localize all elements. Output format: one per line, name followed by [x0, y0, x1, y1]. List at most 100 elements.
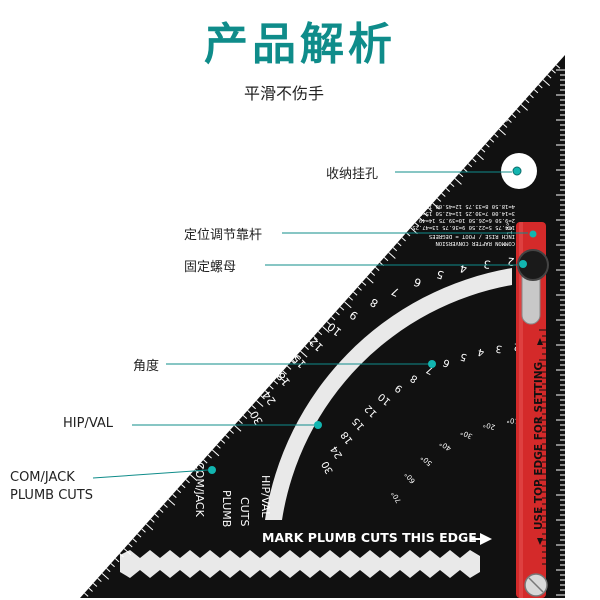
hip-val-text: HIP/VAL [259, 475, 272, 518]
callout-line [92, 469, 209, 479]
hyp-tick [454, 178, 462, 185]
scale-label: 5 [435, 267, 446, 281]
hyp-tick [476, 153, 484, 161]
hyp-tick [260, 395, 265, 400]
hyp-tick [216, 444, 221, 449]
edge-arrow [480, 533, 492, 545]
screw-slot [528, 577, 544, 593]
right-edge-ticks [556, 69, 565, 596]
teeth-cutout [120, 550, 480, 578]
hyp-tick [489, 138, 495, 143]
hyp-tick [498, 128, 506, 136]
hyp-tick [335, 311, 340, 316]
hyp-tick [229, 429, 234, 434]
table-header: COMMON RAFTER CONVERSION [436, 240, 515, 246]
hyp-tick [159, 508, 164, 513]
hyp-tick [502, 123, 508, 128]
com-jack-label: COM/JACK [10, 470, 75, 485]
hyp-tick [211, 449, 220, 457]
hyp-tick [233, 424, 242, 432]
table-row: 4=18.50 8=33.75 12=45.00 16=53.00 20=59.… [376, 203, 515, 209]
hyp-tick [88, 587, 93, 592]
hyp-tick [542, 79, 550, 87]
red-bar-highlight [519, 222, 523, 598]
hyp-tick [383, 257, 389, 262]
hyp-tick [176, 489, 182, 494]
hyp-tick [366, 276, 374, 284]
hyp-tick [207, 454, 212, 459]
scale-label: 4 [477, 346, 486, 358]
com-jack-marker [208, 466, 216, 474]
scale-label: 7 [390, 284, 402, 299]
hyp-tick [167, 498, 176, 506]
hyp-tick [507, 118, 512, 123]
scale-label: 30 [247, 408, 265, 427]
scale-label: 6 [442, 356, 452, 369]
hyp-tick [392, 247, 398, 252]
hyp-tick [529, 94, 534, 99]
hyp-tick [185, 479, 190, 484]
hyp-tick [511, 113, 517, 118]
hyp-tick [472, 158, 477, 163]
hyp-tick [269, 385, 274, 390]
hyp-tick [485, 143, 490, 148]
hyp-tick [220, 439, 226, 444]
hyp-tick [282, 370, 287, 375]
cuts-text: CUTS [238, 497, 251, 526]
hyp-tick [172, 493, 177, 499]
hyp-tick [145, 523, 154, 531]
hyp-tick [247, 410, 252, 415]
hyp-tick [92, 582, 98, 587]
hyp-tick [458, 173, 464, 178]
subtitle: 平滑不伤手 [244, 84, 325, 103]
hyp-tick [344, 301, 352, 309]
page-title: 产品解析 [204, 19, 396, 70]
scale-label: 6 [412, 275, 423, 290]
bar-arrow-up [537, 338, 543, 345]
hyp-tick [286, 365, 292, 370]
hyp-tick [445, 187, 451, 192]
hyp-tick [203, 459, 208, 464]
hyp-tick [295, 355, 301, 360]
edge-text: MARK PLUMB CUTS THIS EDGE [262, 530, 477, 545]
hyp-tick [132, 538, 137, 543]
hyp-tick [264, 390, 270, 395]
hyp-tick [198, 464, 204, 469]
hyp-tick [128, 543, 133, 548]
hypotenuse-ticks [84, 64, 561, 597]
hyp-tick [317, 331, 323, 336]
hyp-tick [251, 405, 257, 410]
hyp-tick [520, 103, 528, 111]
rafter-table: COMMON RAFTER CONVERSION INCH RISE / FOO… [376, 203, 515, 246]
hyp-tick [194, 469, 199, 474]
hyp-tick [313, 335, 318, 341]
scale-label: 9 [393, 382, 405, 395]
hanging-hole-label: 收纳挂孔 [326, 167, 379, 182]
scale-label: 5 [459, 350, 468, 362]
hyp-tick [551, 69, 556, 74]
plumb-cuts-label: PLUMB CUTS [10, 488, 94, 503]
hyp-tick [516, 108, 521, 114]
hyp-tick [348, 296, 354, 301]
table-row: 2=9.50 6=26.50 10=39.75 14=49.50 18=56.2… [379, 217, 515, 223]
table-row: 3=14.00 7=30.25 11=42.50 15=51.25 19=57.… [376, 210, 515, 216]
hyp-tick [330, 316, 336, 321]
hip-val-label: HIP/VAL [63, 416, 114, 431]
hyp-tick [419, 217, 424, 222]
hyp-tick [322, 326, 330, 333]
hyp-tick [97, 577, 102, 582]
edge-degree-label: 80° [106, 515, 120, 530]
hyp-tick [300, 350, 308, 358]
hyp-tick [555, 64, 561, 69]
hyp-tick [357, 286, 362, 291]
hyp-tick [225, 434, 230, 439]
hyp-tick [101, 572, 110, 580]
hyp-tick [450, 182, 455, 188]
hyp-tick [436, 197, 442, 202]
hyp-tick [189, 474, 198, 481]
adjust-rod-label: 定位调节靠杆 [184, 228, 263, 243]
hyp-tick [370, 271, 376, 276]
scale-label: 3 [483, 257, 492, 271]
angle-label: 角度 [133, 359, 160, 374]
hyp-tick [273, 380, 279, 385]
